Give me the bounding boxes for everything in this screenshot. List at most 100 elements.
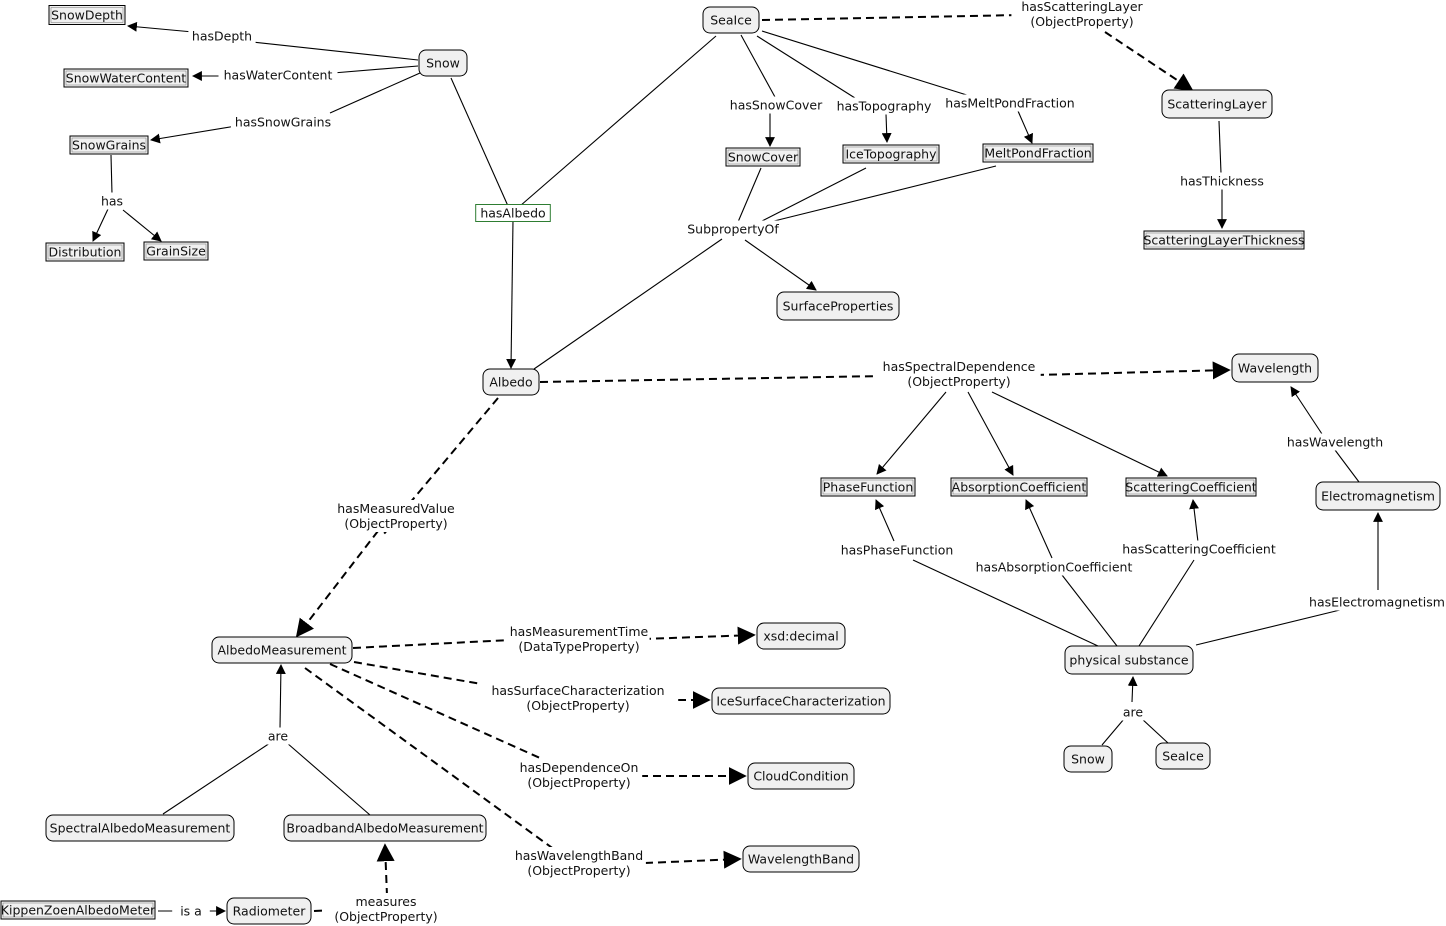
node-box <box>950 477 1088 497</box>
node-physicalsubstance[interactable]: physical substance <box>1064 645 1194 675</box>
link-label-hasscatteringcoefficient: hasScatteringCoefficient <box>1106 540 1292 558</box>
node-xsddecimal[interactable]: xsd:decimal <box>756 622 846 650</box>
node-label: CloudCondition <box>753 769 848 784</box>
link-label-text: (ObjectProperty) <box>334 909 437 924</box>
link-label-are_right: are <box>1117 703 1149 721</box>
node-box <box>48 5 126 25</box>
node-snow_bottom[interactable]: Snow <box>1063 745 1113 773</box>
node-box <box>143 241 209 261</box>
node-box <box>982 143 1094 163</box>
node-box <box>211 636 353 664</box>
connector-line <box>539 375 885 383</box>
node-meltpondfraction[interactable]: MeltPondFraction <box>982 143 1094 163</box>
node-scatteringlayer[interactable]: ScatteringLayer <box>1161 89 1273 119</box>
node-label: SeaIce <box>710 13 752 28</box>
node-surfaceproperties[interactable]: SurfaceProperties <box>776 291 900 321</box>
connector-line <box>1290 386 1323 435</box>
node-box <box>756 622 846 650</box>
connector-line <box>761 14 1021 21</box>
node-scatteringlayerthickness[interactable]: ScatteringLayerThickness <box>1143 230 1305 250</box>
node-box <box>45 814 235 842</box>
node-box <box>711 687 891 715</box>
connector-line <box>275 664 286 729</box>
connector-line <box>533 238 723 370</box>
node-label: Snow <box>1071 752 1105 767</box>
node-albedo[interactable]: Albedo <box>482 368 540 396</box>
connector-line <box>122 209 162 242</box>
link-label-has: has <box>96 192 128 210</box>
node-box <box>776 291 900 321</box>
node-icetopography[interactable]: IceTopography <box>842 144 940 164</box>
node-snowgrains[interactable]: SnowGrains <box>69 135 149 155</box>
link-label-text: hasSnowGrains <box>235 115 331 130</box>
node-label: IceSurfaceCharacterization <box>716 694 885 709</box>
node-box-inner <box>844 146 938 162</box>
link-label-text: hasScatteringLayer <box>1021 0 1143 14</box>
link-label-are_left: are <box>262 727 294 745</box>
node-distribution[interactable]: Distribution <box>45 242 125 262</box>
link-label-hassnowgrains: hasSnowGrains <box>230 113 336 131</box>
node-box-inner <box>1127 479 1255 495</box>
node-label: ScatteringLayerThickness <box>1143 233 1304 248</box>
connector-line <box>1104 31 1194 91</box>
node-label: Distribution <box>49 245 122 260</box>
node-seaice_bottom[interactable]: SeaIce <box>1155 742 1211 770</box>
connector-line <box>1101 718 1125 746</box>
connector-line <box>1141 718 1169 744</box>
node-snow_top[interactable]: Snow <box>418 49 468 77</box>
link-label-hasalbedo: hasAlbedo <box>475 204 551 222</box>
link-label-hasmeltpondfraction: hasMeltPondFraction <box>935 94 1085 112</box>
node-icesurfacecharacterization[interactable]: IceSurfaceCharacterization <box>711 687 891 715</box>
node-electromagnetism[interactable]: Electromagnetism <box>1315 481 1441 511</box>
node-box <box>1063 745 1113 773</box>
node-radiometer[interactable]: Radiometer <box>226 897 312 925</box>
node-label: Electromagnetism <box>1321 489 1435 504</box>
link-label-hasdepth: hasDepth <box>188 27 256 45</box>
connector-line <box>642 626 756 645</box>
node-wavelengthband[interactable]: WavelengthBand <box>742 845 860 873</box>
link-label-text: hasWaterContent <box>224 68 333 83</box>
link-label-text: hasScatteringCoefficient <box>1122 542 1276 557</box>
node-spectralalbedomeasurement[interactable]: SpectralAlbedoMeasurement <box>45 814 235 842</box>
node-broadbandalbedomeasurement[interactable]: BroadbandAlbedoMeasurement <box>283 814 487 842</box>
node-box-inner <box>727 149 799 165</box>
link-label-text: hasWavelengthBand <box>515 848 643 863</box>
link-label-isa: is a <box>172 902 210 920</box>
node-wavelength[interactable]: Wavelength <box>1231 353 1319 383</box>
node-label: BroadbandAlbedoMeasurement <box>286 821 483 836</box>
node-box <box>1125 477 1257 497</box>
node-box-inner <box>952 479 1086 495</box>
node-box <box>418 49 468 77</box>
node-box <box>226 897 312 925</box>
connector-line <box>162 742 271 815</box>
connector-line <box>740 34 776 98</box>
link-label-text: hasMeltPondFraction <box>945 96 1074 111</box>
connector-line <box>876 391 947 475</box>
node-snowdepth[interactable]: SnowDepth <box>48 5 126 25</box>
connector-line <box>1035 361 1231 380</box>
link-label-hassnowcover: hasSnowCover <box>727 96 825 114</box>
node-snowcover[interactable]: SnowCover <box>725 147 801 167</box>
link-label-text: (ObjectProperty) <box>344 516 447 531</box>
node-snowwatercontent[interactable]: SnowWaterContent <box>63 68 189 88</box>
node-scatteringcoefficient[interactable]: ScatteringCoefficient <box>1125 477 1257 497</box>
connector-line <box>506 219 517 369</box>
link-label-text: (ObjectProperty) <box>907 374 1010 389</box>
node-label: ScatteringCoefficient <box>1125 480 1257 495</box>
link-label-text: hasElectromagnetism <box>1309 595 1445 610</box>
connector-line <box>744 239 817 291</box>
node-box <box>45 242 125 262</box>
node-label: MeltPondFraction <box>984 146 1091 161</box>
node-seaice_top[interactable]: SeaIce <box>702 6 760 34</box>
node-grainsize[interactable]: GrainSize <box>143 241 209 261</box>
node-cloudcondition[interactable]: CloudCondition <box>747 762 855 790</box>
node-albedomeasurement[interactable]: AlbedoMeasurement <box>211 636 353 664</box>
node-box-inner <box>71 137 147 153</box>
node-phasefunction[interactable]: PhaseFunction <box>820 477 916 497</box>
node-label: IceTopography <box>846 147 938 162</box>
node-kippenzoen[interactable]: KippenZoenAlbedoMeter <box>0 900 156 920</box>
node-absorptioncoefficient[interactable]: AbsorptionCoefficient <box>950 477 1088 497</box>
node-box-inner <box>65 70 187 86</box>
node-box <box>842 144 940 164</box>
